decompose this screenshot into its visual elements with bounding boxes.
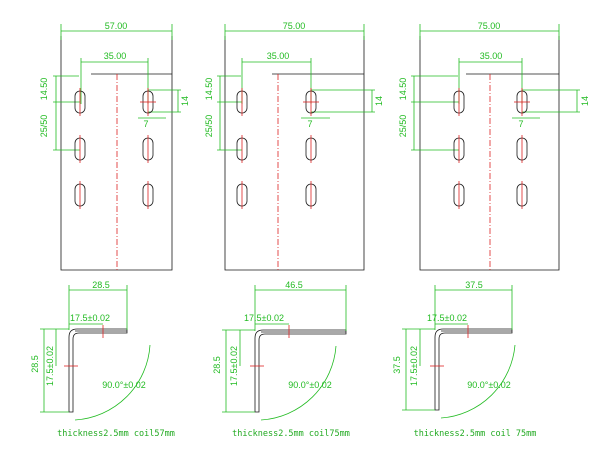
top-view-1: 57.00 35.00 14.50 25/50 14 7 [39, 21, 190, 272]
dim-hole-spacing: 35.00 [267, 51, 290, 61]
dim-overall-width: 57.00 [105, 21, 128, 31]
angle-arc [74, 344, 151, 421]
dim-hole-offset-vertical: 17.5±0.02 [229, 346, 239, 386]
dim-angle: 90.0°±0.02 [467, 380, 511, 390]
dim-slot-width: 7 [518, 119, 523, 129]
dim-slot-length: 14 [374, 96, 384, 106]
side-view-2: 46.5 17.5±0.02 28.5 17.5±0.02 90.0°±0.02… [212, 280, 350, 439]
dim-pitch: 25/50 [398, 115, 408, 138]
dim-slot-length: 14 [580, 96, 590, 106]
dim-slot-length: 14 [180, 96, 190, 106]
angle-arc [440, 344, 516, 419]
dim-hole-offset: 17.5±0.02 [244, 313, 284, 323]
dim-leg-height: 28.5 [212, 356, 222, 374]
dim-hole-offset-vertical: 17.5±0.02 [45, 346, 55, 386]
side-view-3: 37.5 17.5±0.02 37.5 17.5±0.02 90.0°±0.02… [392, 280, 536, 439]
dim-flange-width: 37.5 [465, 280, 483, 290]
dim-leg-height: 37.5 [392, 356, 402, 374]
plate-outline [60, 36, 173, 271]
dim-leg-height: 28.5 [30, 355, 40, 373]
dim-first-hole-offset: 14.50 [398, 78, 408, 101]
dim-hole-offset-vertical: 17.5±0.02 [409, 346, 419, 386]
caption: thickness2.5mm coil57mm [57, 429, 175, 439]
dim-hole-spacing: 35.00 [104, 51, 127, 61]
top-view-2: 75.00 35.00 14.50 25/50 14 7 [204, 21, 384, 272]
plate-outline [224, 36, 365, 271]
dim-overall-width: 75.00 [478, 21, 501, 31]
dim-overall-width: 75.00 [283, 21, 306, 31]
dim-flange-width: 28.5 [92, 280, 110, 290]
dim-pitch: 25/50 [39, 115, 49, 138]
dim-hole-offset: 17.5±0.02 [427, 313, 467, 323]
caption: thickness2.5mm coil 75mm [414, 429, 537, 439]
dim-hole-spacing: 35.00 [480, 51, 503, 61]
dim-angle: 90.0°±0.02 [288, 380, 332, 390]
caption: thickness2.5mm coil75mm [232, 429, 350, 439]
angle-profile [254, 329, 347, 413]
dim-slot-width: 7 [143, 119, 148, 129]
dim-first-hole-offset: 14.50 [39, 78, 49, 101]
angle-profile [68, 328, 128, 413]
top-view-3: 75.00 35.00 14.50 25/50 14 7 [398, 21, 590, 272]
dim-angle: 90.0°±0.02 [102, 380, 146, 390]
angle-arc [260, 345, 337, 421]
dim-pitch: 25/50 [204, 115, 214, 138]
angle-profile [434, 328, 513, 411]
plate-outline [419, 36, 560, 271]
dim-first-hole-offset: 14.50 [204, 78, 214, 101]
dim-flange-width: 46.5 [285, 280, 303, 290]
dim-hole-offset: 17.5±0.02 [70, 313, 110, 323]
side-view-1: 28.5 17.5±0.02 28.5 17.5±0.02 90.0°±0.02… [30, 280, 175, 439]
dim-slot-width: 7 [307, 119, 312, 129]
